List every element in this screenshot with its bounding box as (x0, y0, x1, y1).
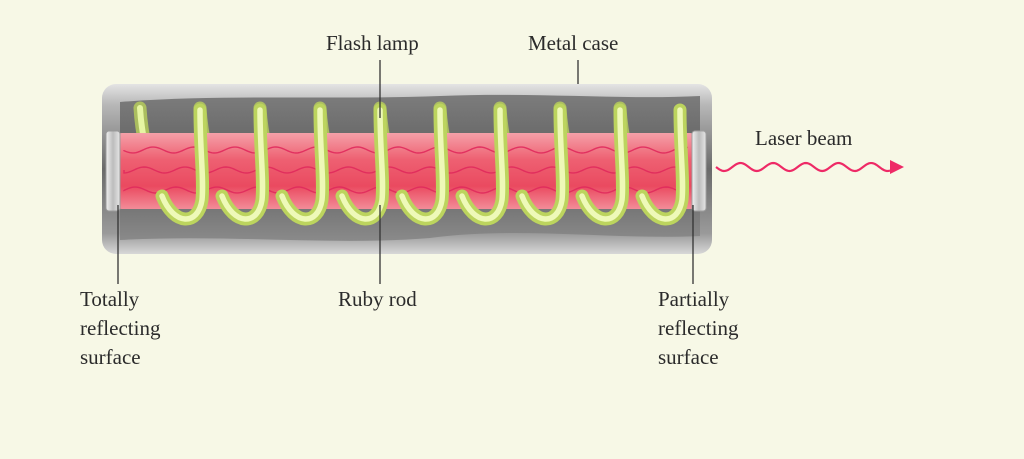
laser-beam-wave (715, 161, 891, 173)
totally-reflecting-mirror (105, 130, 121, 212)
ruby-rod-label: Ruby rod (338, 287, 417, 311)
partially-reflecting-surface-label: Partially reflecting surface (658, 287, 739, 369)
flash-lamp-coil-front (155, 103, 690, 226)
lamp-coil-front-core (219, 107, 266, 222)
laser-beam-label: Laser beam (755, 126, 853, 150)
metal-case-label: Metal case (528, 31, 619, 55)
flash-lamp-label: Flash lamp (326, 31, 419, 55)
laser-beam-arrowhead (890, 160, 904, 174)
lamp-coil-front-core (519, 107, 566, 222)
lamp-coil-front-core (339, 107, 386, 222)
lamp-coil-front-core (579, 107, 626, 222)
light-wave (123, 166, 689, 174)
totally-reflecting-surface-label: Totally reflecting surface (80, 287, 161, 369)
partially-reflecting-mirror (691, 130, 707, 212)
lamp-coil-front-core (159, 107, 206, 222)
lamp-coil-front-core (279, 107, 326, 222)
lamp-coil-front-core (399, 107, 446, 222)
lamp-coil-front-core (459, 107, 506, 222)
leader-lines (117, 60, 694, 284)
lamp-coil-front-core (639, 107, 686, 222)
light-wave (123, 146, 689, 154)
